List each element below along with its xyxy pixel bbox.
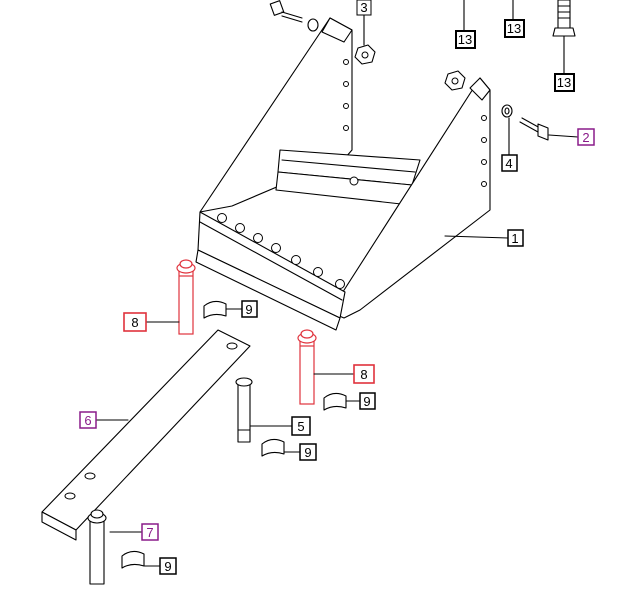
- pin-8-right: [297, 329, 317, 405]
- callout-9c-text: 9: [304, 445, 311, 460]
- callout-9d-box: [159, 557, 177, 575]
- bolt-13-right: [552, 0, 576, 37]
- pin-7: [87, 509, 107, 585]
- callout-13c-text: 13: [557, 75, 571, 90]
- callout-8a-text: 8: [131, 315, 138, 330]
- callout-5-box: [291, 416, 311, 436]
- callout-2-text: 2: [582, 130, 589, 145]
- callout-4-box: [501, 154, 518, 172]
- callout-8a-box: [123, 312, 147, 332]
- callout-3: 3: [356, 0, 372, 16]
- callout-2-box: [577, 128, 595, 146]
- frame-part: [195, 17, 491, 331]
- callout-9a-box: [241, 300, 258, 318]
- callout-6-text: 6: [84, 413, 91, 428]
- pin-8-left: [176, 259, 196, 335]
- callout-9c-box: [299, 443, 317, 461]
- callout-13b: 13: [504, 19, 525, 38]
- callout-13c: 13: [554, 73, 575, 92]
- washer-4: [501, 104, 513, 118]
- callout-6-box: [79, 411, 97, 429]
- callout-8b-text: 8: [360, 367, 367, 382]
- bolt-2: [519, 117, 549, 141]
- callout-13b-text: 13: [507, 21, 521, 36]
- leader-lines: [95, 0, 579, 567]
- callout-5: 5: [291, 416, 311, 436]
- callout-9a-text: 9: [245, 302, 252, 317]
- callout-2: 2: [577, 128, 595, 146]
- callout-13a-text: 13: [458, 32, 472, 47]
- callout-1-box: [507, 229, 524, 247]
- clip-9b: [323, 392, 347, 411]
- nut-3: [354, 44, 376, 65]
- callout-4: 4: [501, 154, 518, 172]
- bolt-top-left: [269, 0, 319, 32]
- callout-13c-box: [554, 73, 575, 92]
- callout-9a: 9: [241, 300, 258, 318]
- callout-7-text: 7: [146, 525, 153, 540]
- nut-top-right: [444, 70, 466, 91]
- clip-9c: [261, 438, 285, 457]
- callout-8b-box: [353, 364, 375, 384]
- callout-7: 7: [141, 523, 159, 541]
- callout-5-text: 5: [297, 419, 304, 434]
- callout-3-box: [356, 0, 372, 16]
- pin-5: [235, 377, 253, 443]
- callout-13a: 13: [455, 30, 476, 49]
- callout-9b-box: [359, 392, 376, 410]
- clip-9a: [203, 300, 227, 319]
- callout-8a: 8: [123, 312, 147, 332]
- callout-4-text: 4: [505, 156, 512, 171]
- callout-8b: 8: [353, 364, 375, 384]
- callout-9d-text: 9: [164, 559, 171, 574]
- callout-labels: 3 13 13 13 2 4 1 8: [79, 0, 595, 575]
- callout-9c: 9: [299, 443, 317, 461]
- callout-3-text: 3: [360, 0, 367, 15]
- callout-9d: 9: [159, 557, 177, 575]
- callout-13b-box: [504, 19, 525, 38]
- callout-6: 6: [79, 411, 97, 429]
- callout-1-text: 1: [511, 231, 518, 246]
- callout-7-box: [141, 523, 159, 541]
- callout-9b: 9: [359, 392, 376, 410]
- callout-1: 1: [507, 229, 524, 247]
- drawbar-6: [41, 329, 251, 541]
- callout-9b-text: 9: [363, 394, 370, 409]
- clip-9d: [121, 550, 145, 569]
- callout-13a-box: [455, 30, 476, 49]
